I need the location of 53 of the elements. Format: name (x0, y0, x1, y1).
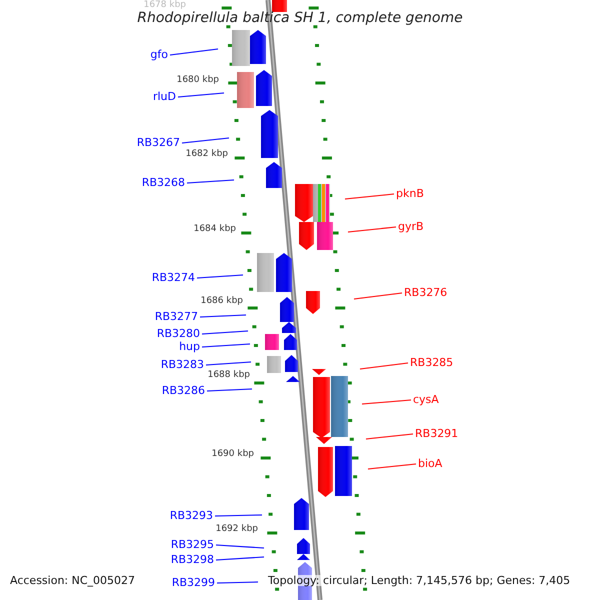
gene-label: RB3283 (160, 359, 204, 370)
leader-line (362, 400, 412, 404)
leader-line (186, 180, 234, 184)
leader-line (214, 514, 262, 516)
scale-label: 1686 kbp (200, 297, 243, 306)
gene-label: RB3295 (170, 539, 214, 550)
gene-label: RB3280 (156, 328, 200, 339)
gene-label: RB3277 (154, 311, 198, 322)
scale-label: 1692 kbp (216, 525, 258, 534)
leader-line (206, 388, 252, 392)
gene-label: rluD (152, 91, 176, 102)
leader-line (202, 344, 250, 348)
gene-label: cysA (413, 394, 439, 405)
leader-line (354, 292, 402, 300)
gene-label: RB3285 (410, 357, 454, 368)
genome-info-text: Topology: circular; Length: 7,145,576 bp; Genes: 7,405 (268, 575, 570, 586)
scale-label: 1682 kbp (186, 150, 228, 159)
leader-line (366, 434, 414, 440)
leader-line (206, 362, 252, 366)
leader-line (182, 138, 230, 144)
gene-label: gfo (150, 49, 168, 60)
leader-line (178, 92, 224, 98)
leader-line (200, 314, 246, 318)
leader-line (360, 362, 408, 370)
gene-label: RB3286 (162, 385, 205, 396)
scale-label: 1684 kbp (194, 225, 236, 234)
scale-label: 1688 kbp (208, 371, 250, 380)
gene-label: RB3267 (136, 137, 180, 148)
diagram-title: Rhodopirellula baltica SH 1, complete genome (136, 11, 464, 25)
leader-line (216, 582, 258, 584)
scale-label: 1690 kbp (212, 450, 254, 459)
gene-label: RB3268 (142, 177, 185, 188)
leader-line (170, 48, 218, 56)
gene-label: RB3293 (170, 510, 213, 521)
leader-line (348, 226, 396, 232)
gene-label: bioA (418, 458, 442, 469)
gene-label: hup (179, 341, 200, 352)
gene-label: RB3274 (152, 272, 195, 283)
gene-label: RB3299 (172, 577, 215, 588)
gene-label: RB3291 (415, 428, 458, 439)
gene-label: RB3298 (170, 554, 214, 565)
leader-line (368, 464, 416, 470)
leader-line (344, 194, 394, 200)
leader-line (202, 330, 248, 334)
gene-label: gyrB (398, 221, 424, 232)
gene-label: pknB (396, 188, 424, 199)
leader-line (216, 544, 264, 548)
leader-line (196, 274, 244, 278)
accession-label: Accession: NC_005027 (10, 575, 136, 586)
scale-label: 1680 kbp (176, 76, 219, 85)
gene-label: RB3276 (404, 287, 448, 298)
leader-line (216, 556, 264, 560)
scale-label: 1678 kbp (144, 1, 186, 10)
